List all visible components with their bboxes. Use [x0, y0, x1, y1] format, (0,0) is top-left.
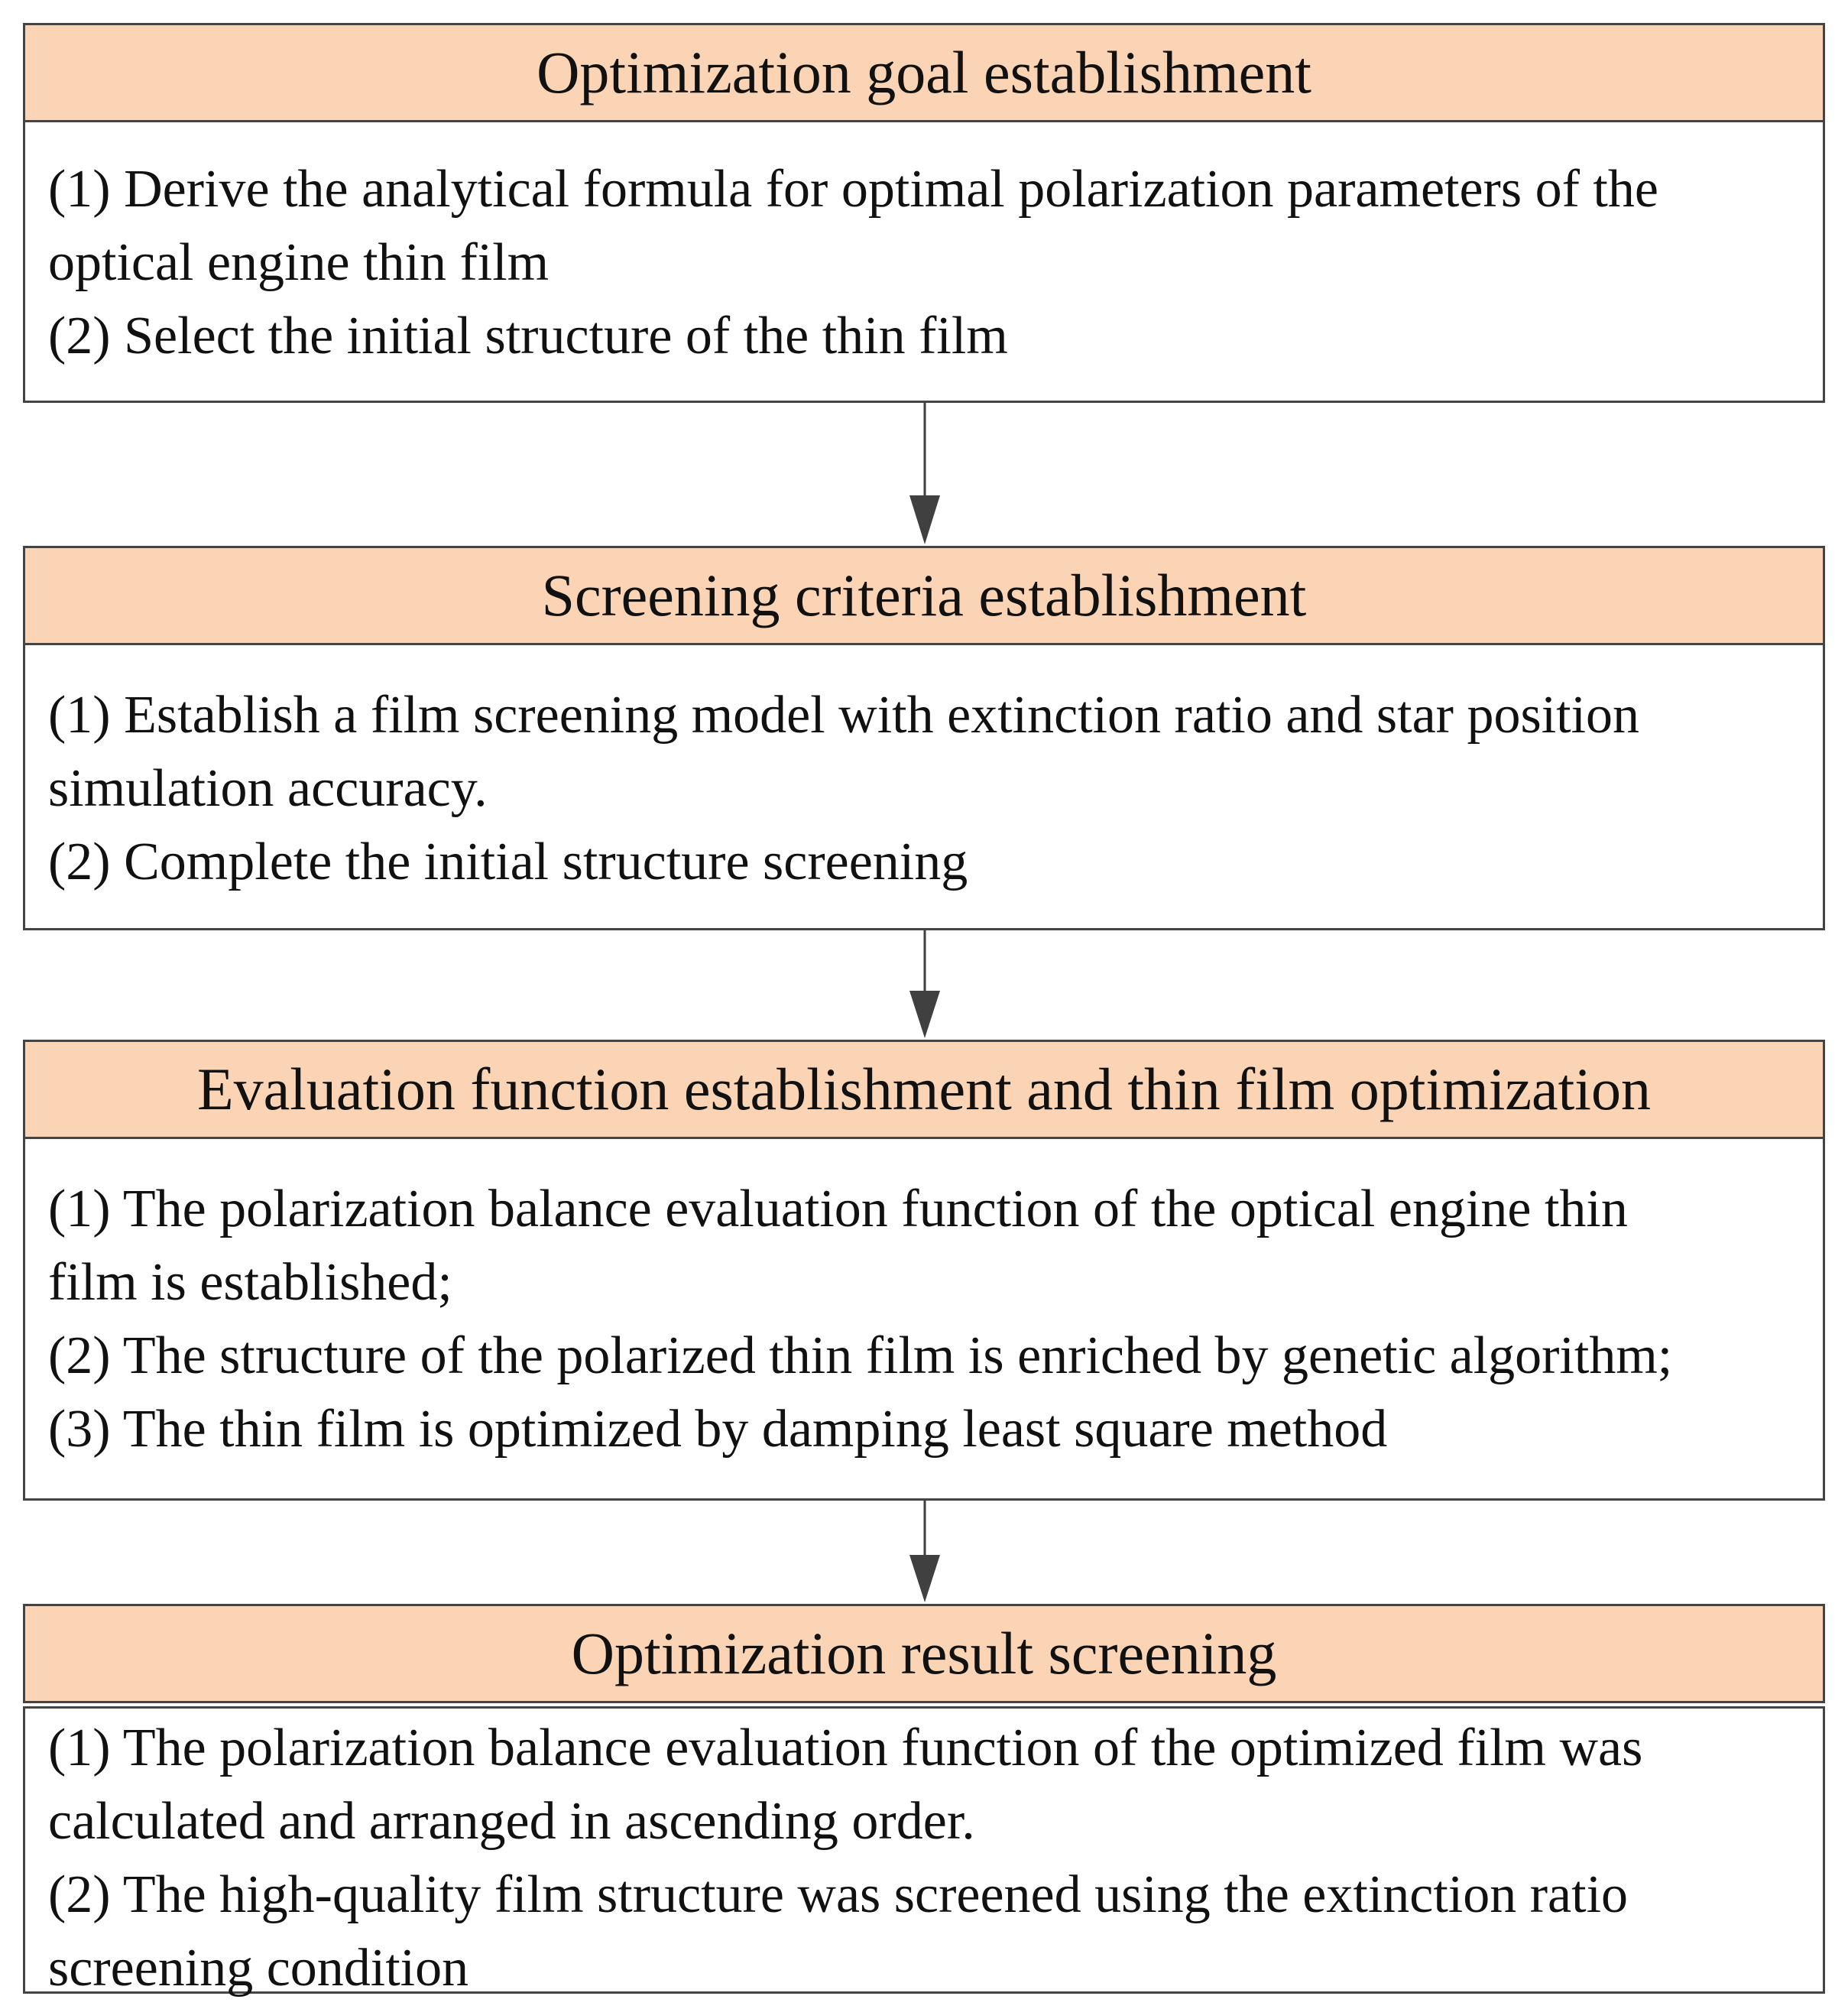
- arrow-1-to-2: [909, 403, 940, 544]
- step-3-line-4: (3) The thin film is optimized by dampin…: [48, 1400, 1388, 1459]
- step-1-body: (1) Derive the analytical formula for op…: [23, 120, 1825, 403]
- arrow-3-to-4: [909, 1501, 940, 1602]
- step-3-body: (1) The polarization balance evaluation …: [23, 1137, 1825, 1501]
- step-2-header: Screening criteria establishment: [23, 546, 1825, 645]
- step-4-line-2: calculated and arranged in ascending ord…: [48, 1792, 975, 1851]
- step-2-line-1: (1) Establish a film screening model wit…: [48, 686, 1640, 745]
- step-1-header: Optimization goal establishment: [23, 23, 1825, 122]
- step-3-line-3: (2) The structure of the polarized thin …: [48, 1326, 1673, 1385]
- step-3-title: Evaluation function establishment and th…: [197, 1056, 1651, 1122]
- step-4-line-4: screening condition: [48, 1939, 469, 1998]
- arrow-2-to-3: [909, 930, 940, 1038]
- step-4-header: Optimization result screening: [23, 1604, 1825, 1703]
- step-2-body: (1) Establish a film screening model wit…: [23, 643, 1825, 930]
- step-1-line-1: (1) Derive the analytical formula for op…: [48, 160, 1658, 219]
- step-3-line-1: (1) The polarization balance evaluation …: [48, 1180, 1628, 1238]
- step-2-line-3: (2) Complete the initial structure scree…: [48, 832, 968, 891]
- step-3-line-2: film is established;: [48, 1253, 452, 1312]
- step-2-line-2: simulation accuracy.: [48, 759, 488, 818]
- step-4-title: Optimization result screening: [571, 1620, 1277, 1686]
- step-4-line-3: (2) The high-quality film structure was …: [48, 1865, 1629, 1924]
- step-2-title: Screening criteria establishment: [541, 562, 1307, 628]
- step-1-line-3: (2) Select the initial structure of the …: [48, 307, 1008, 365]
- step-4-body: (1) The polarization balance evaluation …: [23, 1706, 1825, 1998]
- step-1-line-2: optical engine thin film: [48, 233, 550, 292]
- step-3-header: Evaluation function establishment and th…: [23, 1040, 1825, 1139]
- step-1-title: Optimization goal establishment: [537, 39, 1311, 105]
- step-4-line-1: (1) The polarization balance evaluation …: [48, 1719, 1643, 1777]
